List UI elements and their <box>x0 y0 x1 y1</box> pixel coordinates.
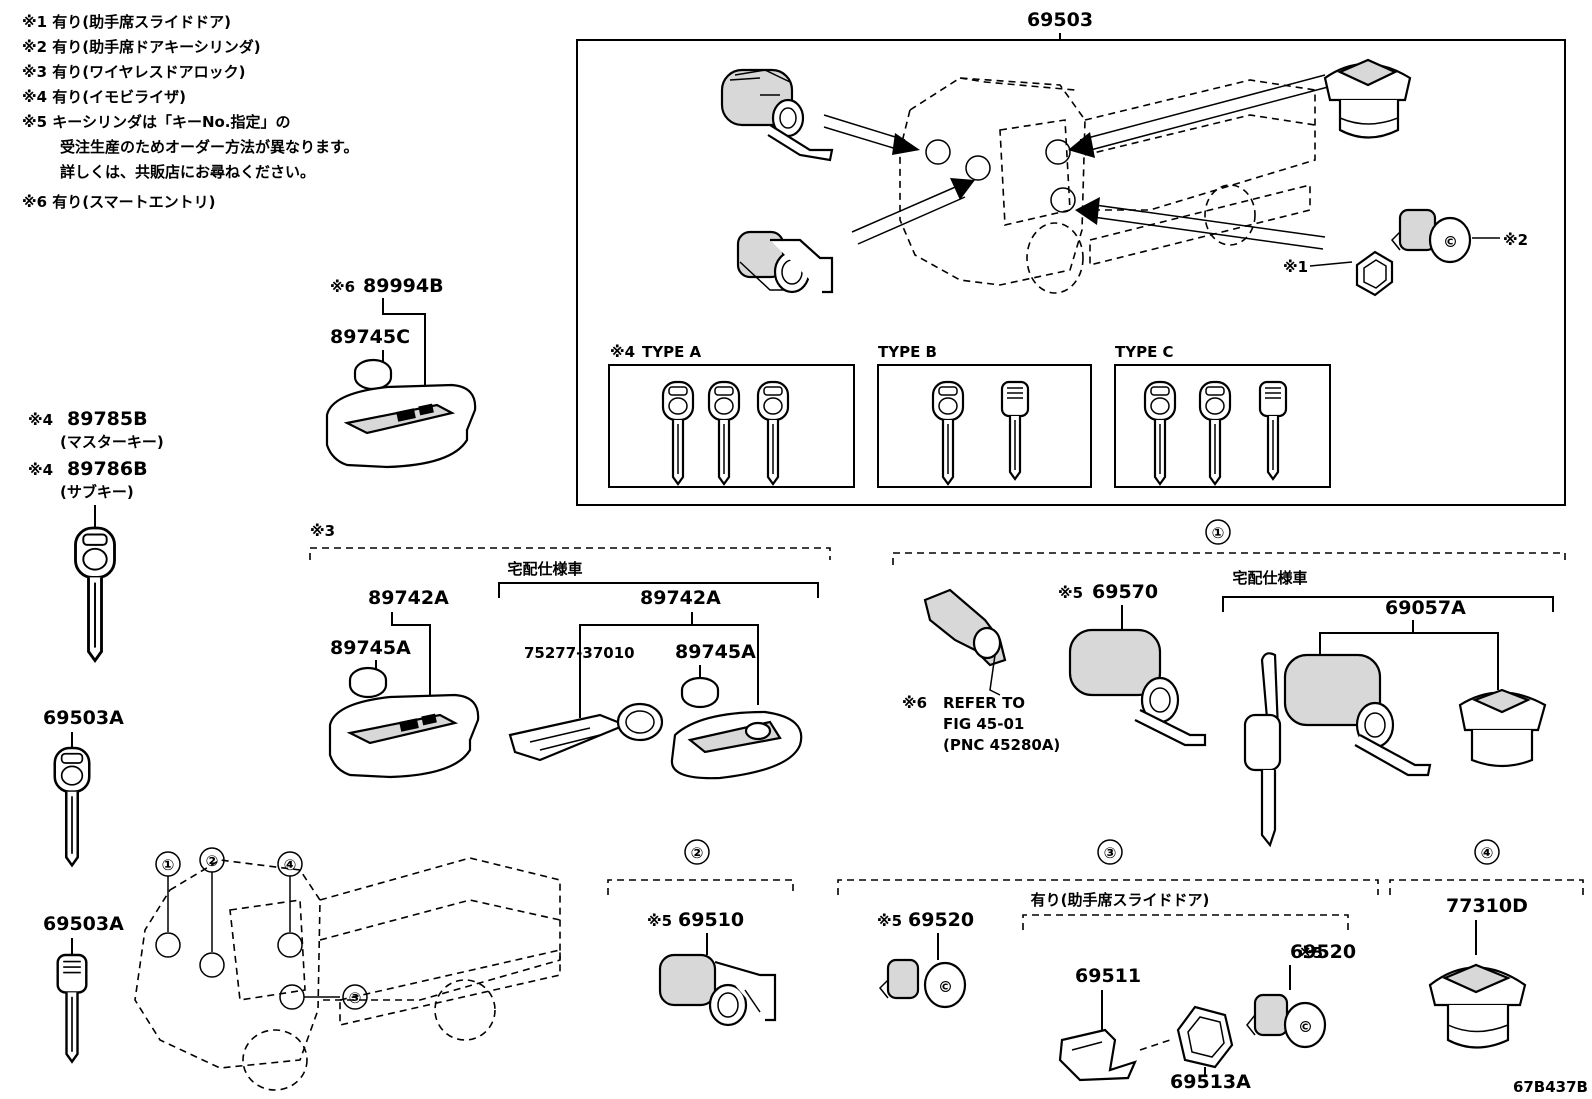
label-89745C: 89745C <box>330 326 410 348</box>
note-3: ※3 有り(ワイヤレスドアロック) <box>22 63 246 81</box>
svg-text:©: © <box>938 978 953 996</box>
truck-illustration-top <box>899 77 1316 294</box>
ign-set-keys <box>1243 652 1282 848</box>
label-69520-2: 69520 <box>1290 941 1356 963</box>
label-89742A-2: 89742A <box>640 587 721 609</box>
door-cylinder-icon <box>736 230 834 294</box>
type-c-box <box>1114 364 1331 488</box>
ignition-cylinder-icon <box>720 68 834 162</box>
callout-2: ② <box>206 852 219 870</box>
section-1-marker: ① <box>1212 524 1225 542</box>
label-master-key-jp: (マスターキー) <box>60 433 164 451</box>
slide-rod-69511 <box>1058 1028 1137 1082</box>
label-69511: 69511 <box>1075 965 1141 987</box>
door-cylinder-69510 <box>658 953 777 1027</box>
slide-cylinder-icon: © <box>1390 208 1472 264</box>
mark-refer: ※6 <box>902 694 927 712</box>
label-slide-door: 有り(助手席スライドドア) <box>1031 891 1210 909</box>
note-5: ※5 キーシリンダは「キーNo.指定」の <box>22 113 291 131</box>
type-b-box <box>877 364 1092 488</box>
callout-3: ③ <box>349 989 362 1007</box>
note-6: ※6 有り(スマートエントリ) <box>22 193 216 211</box>
label-type-a: TYPE A <box>642 343 702 361</box>
mark-door-cyl: ※5 <box>647 912 672 930</box>
mark-slide-cyl: ※5 <box>1298 944 1323 962</box>
mark-note1: ※1 <box>1283 258 1308 276</box>
mark-note2: ※2 <box>1503 231 1528 249</box>
svg-text:©: © <box>1443 233 1458 251</box>
note-5b: 受注生産のためオーダー方法が異なります。 <box>60 138 359 156</box>
section-4-marker: ④ <box>1481 844 1494 862</box>
callout-1: ① <box>162 856 175 874</box>
main-assembly-box <box>576 39 1566 506</box>
key-69503A-group: 69503A 69503A <box>43 707 124 1063</box>
mark-wireless: ※3 <box>310 522 335 540</box>
label-69503A-2: 69503A <box>43 913 124 935</box>
fuel-cap-77310D <box>1428 963 1527 1049</box>
label-75277-37010: 75277-37010 <box>524 644 635 662</box>
label-77310D: 77310D <box>1446 895 1528 917</box>
arrows <box>823 74 1329 250</box>
note-2: ※2 有り(助手席ドアキーシリンダ) <box>22 38 261 56</box>
door-cylinder-69520-1: © <box>878 958 967 1009</box>
ign-set-fuel-cap <box>1458 688 1547 768</box>
section-3-slide: ③ ※5 69520 © 有り(助手席スライドドア) ※5 69520 © 69… <box>837 839 1379 1093</box>
refer-line3: (PNC 45280A) <box>943 736 1060 754</box>
label-89785B: 89785B <box>67 408 148 430</box>
refer-line2: FIG 45-01 <box>943 715 1024 733</box>
smart-key-group: ※6 89994B 89745C <box>325 275 477 469</box>
master-sub-key-group: ※4 89785B (マスターキー) ※4 89786B (サブキー) <box>28 408 164 663</box>
mark-master-key: ※4 <box>28 411 53 429</box>
label-89745A-2: 89745A <box>675 641 756 663</box>
label-69057A: 69057A <box>1385 597 1466 619</box>
label-89786B: 89786B <box>67 458 148 480</box>
slide-pad-icon <box>1355 250 1394 297</box>
section-1-ignition: ① ※6 REFER TO FIG 45-01 (PNC 45280A) ※5 … <box>892 519 1566 848</box>
key-plate <box>508 713 628 762</box>
wireless-section: ※3 宅配仕様車 89742A 89745A 89742A 75277-3701… <box>309 522 831 780</box>
mark-smart-key: ※6 <box>330 278 355 296</box>
label-delivery-spec-2: 宅配仕様車 <box>1232 569 1307 587</box>
label-89742A-1: 89742A <box>368 587 449 609</box>
note-5c: 詳しくは、共販店にお尋ねください。 <box>60 163 315 181</box>
note-4: ※4 有り(イモビライザ) <box>22 88 186 106</box>
label-69570: 69570 <box>1092 581 1158 603</box>
mark-ign-cyl: ※5 <box>1058 584 1083 602</box>
mark-type-a: ※4 <box>610 343 635 361</box>
main-assembly-group: 69503 <box>576 9 1566 506</box>
label-89745A-1: 89745A <box>330 637 411 659</box>
label-69510: 69510 <box>678 909 744 931</box>
label-type-c: TYPE C <box>1115 343 1174 361</box>
section-2-marker: ② <box>691 844 704 862</box>
refer-line1: REFER TO <box>943 694 1025 712</box>
ign-set-cylinder <box>1283 653 1432 777</box>
note-1: ※1 有り(助手席スライドドア) <box>22 13 231 31</box>
section-3-marker: ③ <box>1104 844 1117 862</box>
ign-cylinder-69570 <box>1068 628 1207 747</box>
mark-door-cyl-r: ※5 <box>877 912 902 930</box>
slide-cylinder-69520-2: © <box>1246 993 1327 1049</box>
label-69503A-1: 69503A <box>43 707 124 729</box>
label-69513A: 69513A <box>1170 1071 1251 1093</box>
label-type-b: TYPE B <box>878 343 937 361</box>
label-69503: 69503 <box>1027 9 1093 31</box>
label-69520-1: 69520 <box>908 909 974 931</box>
truck-illustration-bottom: ① ② ④ ③ <box>134 847 561 1091</box>
section-4-fuel: ④ 77310D <box>1389 839 1584 1049</box>
mark-sub-key: ※4 <box>28 461 53 479</box>
fuel-cap-icon <box>1323 58 1412 139</box>
slide-pad-69513A <box>1176 1005 1234 1069</box>
type-a-box <box>608 364 855 488</box>
svg-text:©: © <box>1298 1018 1313 1036</box>
callout-4: ④ <box>284 856 297 874</box>
label-sub-key-jp: (サブキー) <box>60 483 134 501</box>
label-delivery-spec: 宅配仕様車 <box>507 560 582 578</box>
section-2-door: ② ※5 69510 <box>607 839 794 1027</box>
label-89994B: 89994B <box>363 275 444 297</box>
notes-block: ※1 有り(助手席スライドドア) ※2 有り(助手席ドアキーシリンダ) ※3 有… <box>22 13 359 211</box>
ignition-switch-icon <box>923 588 1007 696</box>
diagram-code: 67B437B <box>1513 1078 1588 1096</box>
